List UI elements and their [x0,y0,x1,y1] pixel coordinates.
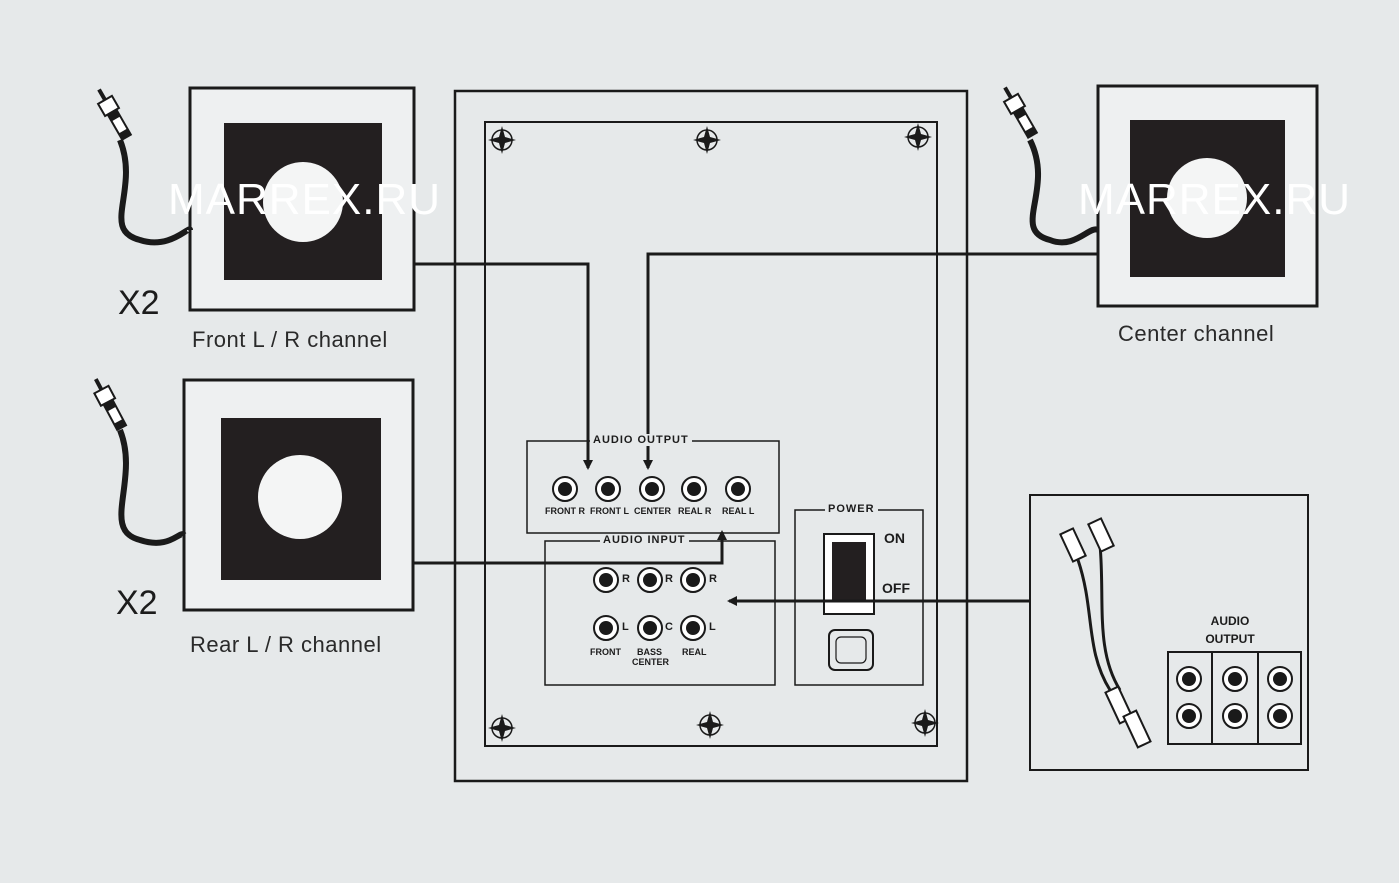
input-group-bass: BASS [637,647,663,657]
power-on-label: ON [884,530,905,546]
jack-label-real-r: REAL R [678,506,712,516]
audio-output-title: AUDIO OUTPUT [590,434,692,446]
rear-to-output-line [413,530,727,565]
input-group-real: REAL [682,647,707,657]
jack-label-real-l: REAL L [722,506,755,516]
subwoofer-back-panel [453,89,969,783]
power-off-label: OFF [882,580,910,596]
source-title-line1: AUDIO [1210,614,1250,628]
jack-label-front-r: FRONT R [545,506,585,516]
front-multiplier: X2 [118,284,160,322]
center-rca-cable [997,82,1100,246]
audio-output-jacks [552,476,751,502]
watermark-right: MARREX.RU [1078,175,1352,224]
audio-output-block [526,440,780,534]
center-to-output-line [643,252,1098,470]
input-letter-l1: L [622,621,629,633]
jack-label-front-l: FRONT L [590,506,629,516]
rear-caption: Rear L / R channel [190,632,382,657]
jack-real-r [681,476,707,502]
input-letter-l2: L [709,621,716,633]
center-caption: Center channel [1118,321,1275,346]
input-letter-c: C [665,621,673,633]
front-rca-cable [91,84,193,246]
rear-speaker [182,378,415,612]
front-caption: Front L / R channel [192,327,388,352]
input-letter-r2: R [665,573,673,585]
jack-center [639,476,665,502]
rear-rca-cable [87,374,187,546]
jack-real-l [725,476,751,502]
power-title: POWER [825,503,878,515]
watermark-left: MARREX.RU [168,175,442,224]
audio-input-title: AUDIO INPUT [600,534,689,546]
center-speaker [1096,84,1319,308]
stereo-jack-cable [1058,517,1152,749]
front-to-output-line [414,262,593,470]
input-letter-r3: R [709,573,717,585]
connection-lines [413,252,1098,606]
jack-label-center: CENTER [634,506,672,516]
rear-multiplier: X2 [116,584,158,622]
front-speaker [188,86,416,312]
input-group-front: FRONT [590,647,621,657]
source-device-box [1029,494,1309,771]
jack-front-l [595,476,621,502]
jack-front-r [552,476,578,502]
source-title-line2: OUTPUT [1205,632,1255,646]
input-letter-r1: R [622,573,630,585]
input-group-center: CENTER [632,657,670,667]
